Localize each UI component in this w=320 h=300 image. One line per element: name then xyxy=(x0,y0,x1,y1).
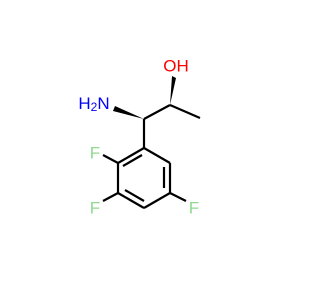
ring-bond-6 xyxy=(143,147,171,164)
bond-ring-f-top xyxy=(102,154,119,164)
wedge-bond-c1-n xyxy=(113,106,144,119)
f-right-label: F xyxy=(189,199,199,218)
nh2-n: N xyxy=(97,94,109,113)
bond-c1-c2 xyxy=(143,104,171,120)
bond-ring-f-right xyxy=(169,192,187,202)
bond-ring-f-left xyxy=(102,192,119,202)
nh2-h: H xyxy=(78,94,90,113)
ring-double-bond-1 xyxy=(122,154,143,167)
wedge-bond-c2-o xyxy=(170,76,176,105)
ring-bond-4 xyxy=(143,192,171,209)
ring-bond-3 xyxy=(117,192,145,209)
nh2-label: H2N xyxy=(78,94,109,115)
nh2-subscript: 2 xyxy=(91,100,98,114)
f-top-label: F xyxy=(90,144,100,163)
molecule-structure: OH H2N F F F xyxy=(78,57,201,218)
bond-c2-methyl xyxy=(169,103,201,120)
ring-double-bond-2 xyxy=(124,189,145,202)
f-left-label: F xyxy=(90,199,100,218)
oh-label: OH xyxy=(163,57,189,76)
ring-bond-1 xyxy=(117,147,145,164)
